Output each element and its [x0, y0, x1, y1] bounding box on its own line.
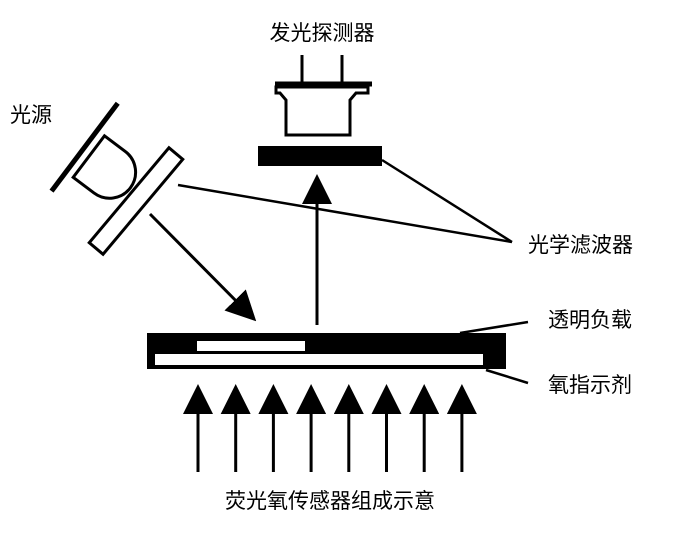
detector-label: 发光探测器	[270, 21, 375, 45]
carrier-label: 透明负载	[548, 308, 632, 332]
filter-leader-top	[381, 158, 513, 244]
indicator-label: 氧指示剂	[548, 373, 632, 397]
led-bulb-icon	[49, 101, 138, 200]
diagram-caption: 荧光氧传感器组成示意	[225, 489, 435, 513]
excitation-arrow	[148, 212, 257, 322]
filter-plate-icon	[87, 145, 185, 257]
filter-label: 光学滤波器	[528, 233, 633, 257]
incoming-arrows	[183, 384, 477, 472]
light-source-label: 光源	[10, 103, 52, 127]
carrier-leader	[459, 320, 529, 335]
filter-leader-left	[177, 183, 513, 244]
photodetector-icon	[274, 55, 372, 137]
indicator-leader	[485, 368, 529, 385]
top-filter-bar	[258, 146, 382, 166]
sensor-layer-icon	[147, 333, 506, 369]
